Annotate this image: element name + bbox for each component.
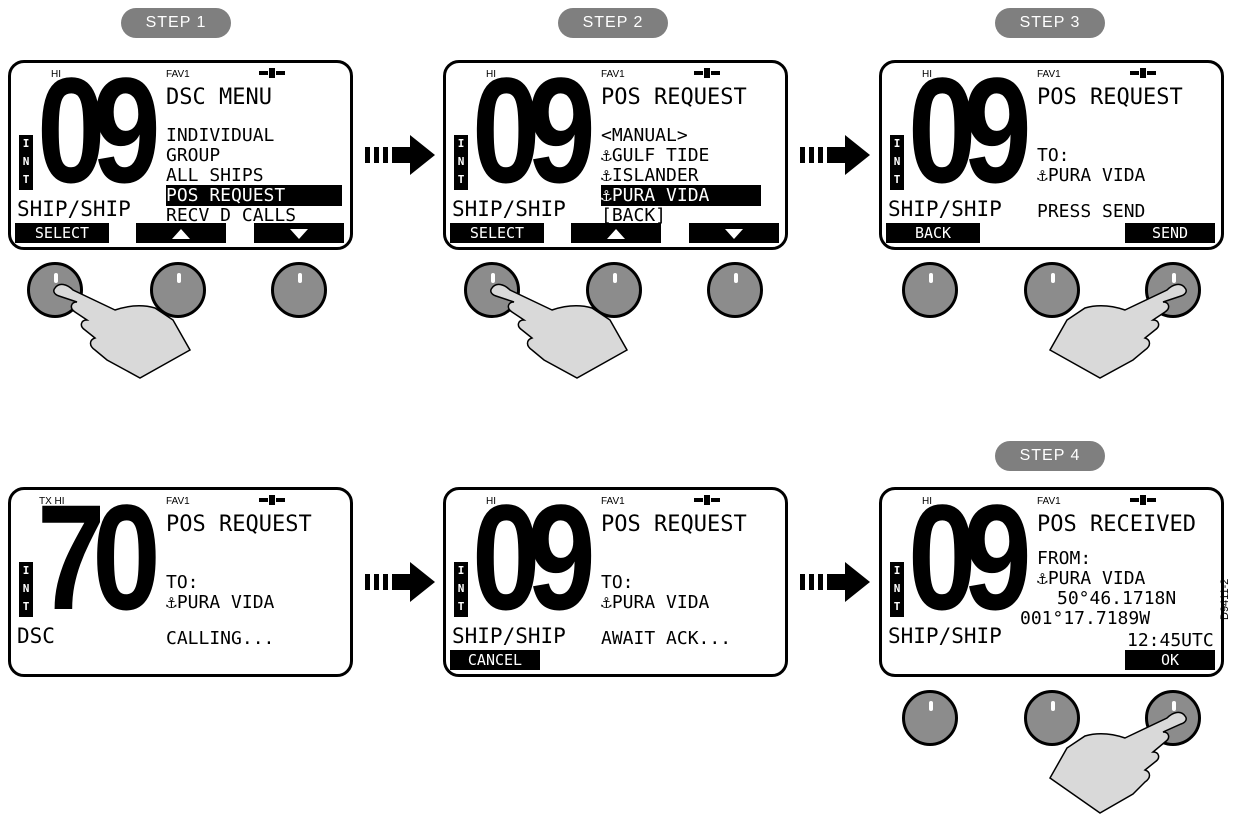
menu-title: POS REQUEST [1037,85,1183,110]
softkey-cancel[interactable]: CANCEL [450,650,540,670]
channel-number: 09 [472,60,583,205]
latitude-value: 50°46.1718N [1057,588,1176,609]
recipient-name: ⚓PURA VIDA [1037,165,1145,186]
favourite-label: FAV1 [1037,69,1061,80]
favourite-label: FAV1 [601,496,625,507]
sender-name: ⚓PURA VIDA [1037,568,1145,589]
channel-number: 09 [908,487,1019,632]
step-3-badge: STEP 3 [995,8,1105,38]
softkey-down[interactable] [689,223,779,243]
soft-button-left[interactable] [902,690,958,746]
status-text: CALLING... [166,628,274,649]
gps-satellite-icon [259,68,285,78]
longitude-value: 001°17.7189W [1020,608,1150,629]
instruction-text: PRESS SEND [1037,201,1145,222]
softkey-up[interactable] [136,223,226,243]
channel-number: 09 [472,487,583,632]
step-1-badge: STEP 1 [121,8,231,38]
list-item-islander[interactable]: ⚓ISLANDER [601,165,699,186]
down-arrow-icon [290,229,308,239]
channel-mode: SHIP/SHIP [452,624,566,648]
pointing-hand-icon [45,280,195,380]
list-item-gulf-tide[interactable]: ⚓GULF TIDE [601,145,709,166]
next-step-arrow-icon [365,562,435,602]
up-arrow-icon [607,229,625,239]
softkey-ok[interactable]: OK [1125,650,1215,670]
up-arrow-icon [172,229,190,239]
to-label: TO: [1037,145,1070,166]
step-2-badge: STEP 2 [558,8,668,38]
gps-satellite-icon [1130,68,1156,78]
pointing-hand-icon [482,280,632,380]
channel-number: 09 [908,60,1019,205]
next-step-arrow-icon [365,135,435,175]
pointing-hand-icon [1045,708,1195,818]
favourite-label: FAV1 [601,69,625,80]
channel-mode: SHIP/SHIP [888,624,1002,648]
favourite-label: FAV1 [166,496,190,507]
softkey-up[interactable] [571,223,661,243]
down-arrow-icon [725,229,743,239]
soft-button-right[interactable] [707,262,763,318]
menu-title: POS REQUEST [601,85,747,110]
menu-item-individual[interactable]: INDIVIDUAL [166,125,274,146]
softkey-send[interactable]: SEND [1125,223,1215,243]
menu-title: DSC MENU [166,85,272,110]
menu-title: POS REQUEST [166,512,312,537]
menu-item-pos-request[interactable]: POS REQUEST [166,185,342,206]
int-indicator: INT [454,562,468,617]
status-text: AWAIT ACK... [601,628,731,649]
int-indicator: INT [454,135,468,190]
recipient-name: ⚓PURA VIDA [166,592,274,613]
time-value: 12:45UTC [1127,630,1214,651]
softkey-back[interactable]: BACK [886,223,980,243]
channel-mode: SHIP/SHIP [17,197,131,221]
figure-code: D9411-2 [1219,579,1231,620]
gps-satellite-icon [1130,495,1156,505]
menu-item-all-ships[interactable]: ALL SHIPS [166,165,264,186]
pointing-hand-icon [1045,280,1195,380]
next-step-arrow-icon [800,562,870,602]
to-label: TO: [166,572,199,593]
channel-mode: SHIP/SHIP [452,197,566,221]
menu-title: POS RECEIVED [1037,512,1196,537]
softkey-down[interactable] [254,223,344,243]
soft-button-left[interactable] [902,262,958,318]
channel-number: 09 [37,60,148,205]
softkey-select[interactable]: SELECT [450,223,544,243]
gps-satellite-icon [694,68,720,78]
to-label: TO: [601,572,634,593]
int-indicator: INT [19,135,33,190]
list-item-manual[interactable]: <MANUAL> [601,125,688,146]
gps-satellite-icon [259,495,285,505]
menu-title: POS REQUEST [601,512,747,537]
soft-button-right[interactable] [271,262,327,318]
channel-number: 70 [37,487,148,632]
favourite-label: FAV1 [1037,496,1061,507]
from-label: FROM: [1037,548,1091,569]
list-item-pura-vida[interactable]: ⚓PURA VIDA [601,185,761,206]
gps-satellite-icon [694,495,720,505]
step-4-badge: STEP 4 [995,441,1105,471]
channel-mode: SHIP/SHIP [888,197,1002,221]
favourite-label: FAV1 [166,69,190,80]
recipient-name: ⚓PURA VIDA [601,592,709,613]
channel-mode: DSC [17,624,55,648]
next-step-arrow-icon [800,135,870,175]
menu-item-group[interactable]: GROUP [166,145,220,166]
softkey-select[interactable]: SELECT [15,223,109,243]
